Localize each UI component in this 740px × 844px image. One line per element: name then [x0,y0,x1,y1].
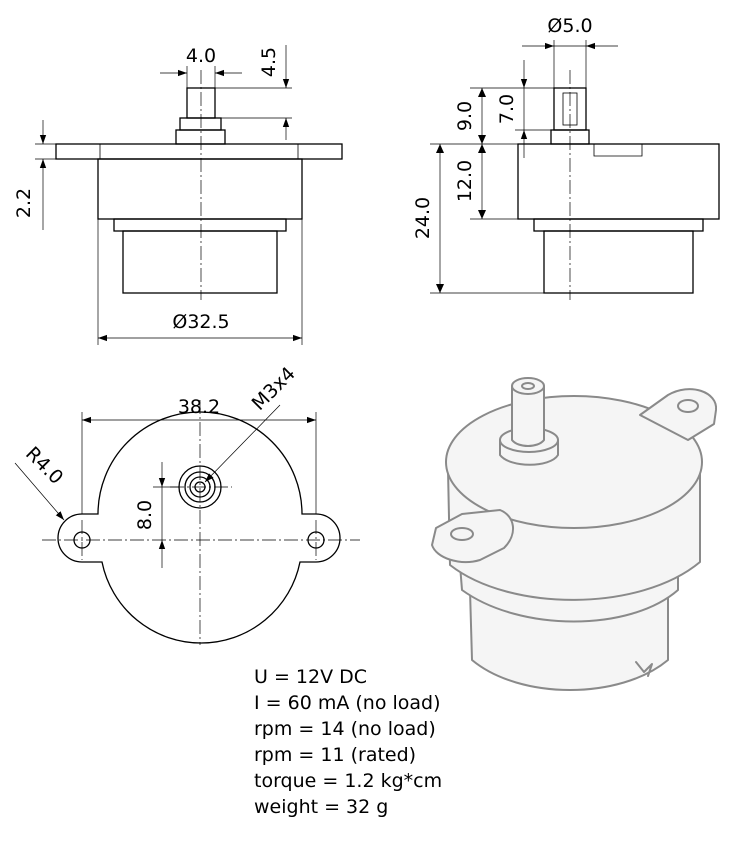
spec-torque: torque = 1.2 kg*cm [254,770,443,792]
dim-mount-spacing: 38.2 [178,396,220,418]
isometric-view [408,356,740,722]
spec-list: U = 12V DC I = 60 mA (no load) rpm = 14 … [254,664,442,820]
dim-shaft-total: 9.0 [454,101,476,131]
side-step [533,218,704,232]
dim-shaft-width: 4.0 [186,45,216,67]
front-shaft-boss [175,129,226,145]
dim-ear-radius: R4.0 [21,443,67,489]
spec-rpm-rated: rpm = 11 (rated) [254,744,417,766]
dim-thread: M3x4 [248,363,300,415]
front-shaft-collar [179,117,222,131]
front-flange [55,143,343,160]
spec-current: I = 60 mA (no load) [254,692,441,714]
dim-shaft-height: 4.5 [258,47,280,77]
dim-shaft-diameter: Ø5.0 [547,15,592,37]
dim-body-total: 24.0 [412,197,434,239]
dim-body-upper: 12.0 [454,160,476,202]
front-view: 4.0 4.5 2.2 Ø32.5 [13,45,343,345]
front-step [113,218,287,232]
spec-rpm-no-load: rpm = 14 (no load) [254,718,436,740]
side-body [517,143,720,220]
bottom-outline [57,411,341,644]
front-gearbox [122,230,278,294]
spec-weight: weight = 32 g [254,796,389,818]
dim-flange-thickness: 2.2 [13,188,35,218]
side-gearbox [543,230,694,294]
dim-body-diameter: Ø32.5 [172,311,229,333]
front-body [97,158,303,220]
side-view: Ø5.0 7.0 9.0 12.0 24.0 [412,15,720,300]
dim-hub-offset: 8.0 [134,500,156,530]
spec-voltage: U = 12V DC [254,666,368,688]
bottom-view: 38.2 M3x4 R4.0 8.0 [14,363,360,645]
dim-shaft-flat: 7.0 [496,94,518,124]
